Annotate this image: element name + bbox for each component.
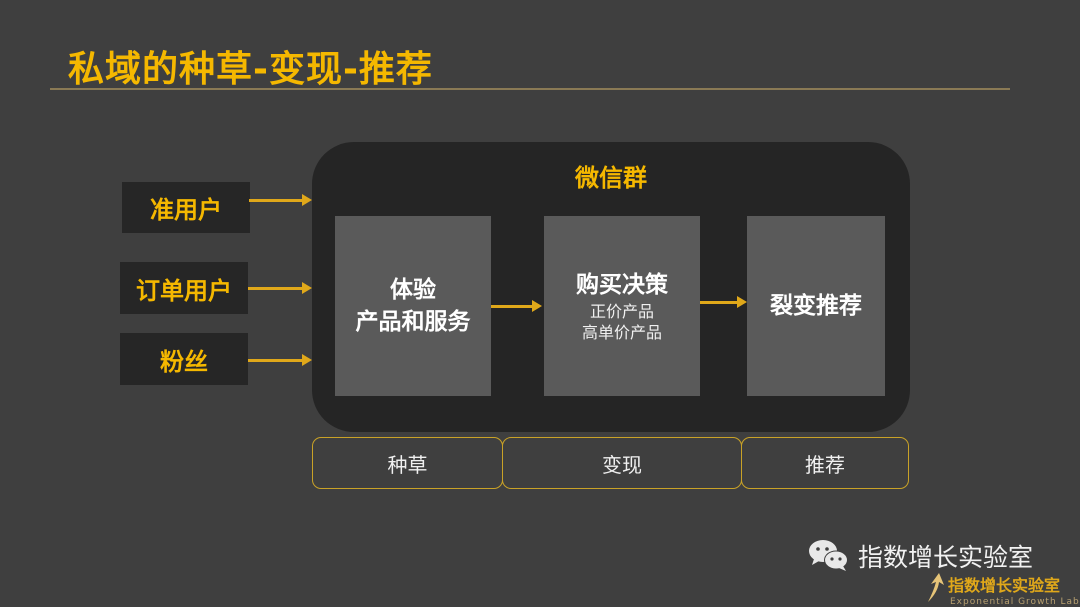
source-box-fans: 粉丝 — [120, 333, 248, 385]
phase-label: 推荐 — [805, 452, 845, 477]
source-label: 订单用户 — [136, 276, 232, 305]
source-box-prospective-users: 准用户 — [122, 182, 250, 233]
arrow-right-icon — [248, 354, 312, 366]
stage-experience: 体验 产品和服务 — [335, 216, 491, 396]
arrow-right-icon — [700, 296, 747, 308]
arrow-right-icon — [491, 300, 542, 312]
logo-text-cn: 指数增长实验室 — [948, 576, 1061, 595]
stage-main-line: 体验 — [390, 277, 436, 303]
source-box-order-users: 订单用户 — [120, 262, 248, 314]
stage-sub-line: 高单价产品 — [581, 323, 662, 342]
phase-label: 变现 — [602, 452, 642, 477]
account-name: 指数增长实验室 — [858, 543, 1034, 572]
phase-label: 种草 — [387, 452, 428, 477]
title-divider — [50, 88, 1010, 90]
stage-referral: 裂变推荐 — [747, 216, 885, 396]
stage-sub-line: 正价产品 — [589, 302, 654, 321]
stage-main-line: 裂变推荐 — [770, 293, 862, 319]
stage-main-line: 购买决策 — [576, 272, 668, 298]
wechat-watermark: 指数增长实验室 — [808, 538, 1033, 574]
source-label: 准用户 — [150, 196, 222, 224]
arrow-right-icon — [248, 282, 312, 294]
slide-title: 私域的种草-变现-推荐 — [68, 49, 433, 90]
group-title: 微信群 — [575, 164, 647, 192]
arrow-right-icon — [249, 194, 312, 206]
logo-text-en: Exponential Growth Lab — [950, 597, 1080, 607]
source-label: 粉丝 — [160, 347, 208, 376]
phase-seeding: 种草 — [312, 437, 503, 489]
stage-purchase-decision: 购买决策 正价产品 高单价产品 — [544, 216, 700, 396]
phase-referral: 推荐 — [741, 437, 909, 489]
growth-arrow-icon — [928, 573, 944, 602]
phase-monetization: 变现 — [502, 437, 742, 489]
stage-main-line: 产品和服务 — [355, 309, 471, 335]
wechat-icon — [809, 540, 848, 571]
brand-logo: 指数增长实验室 Exponential Growth Lab — [926, 572, 1080, 607]
